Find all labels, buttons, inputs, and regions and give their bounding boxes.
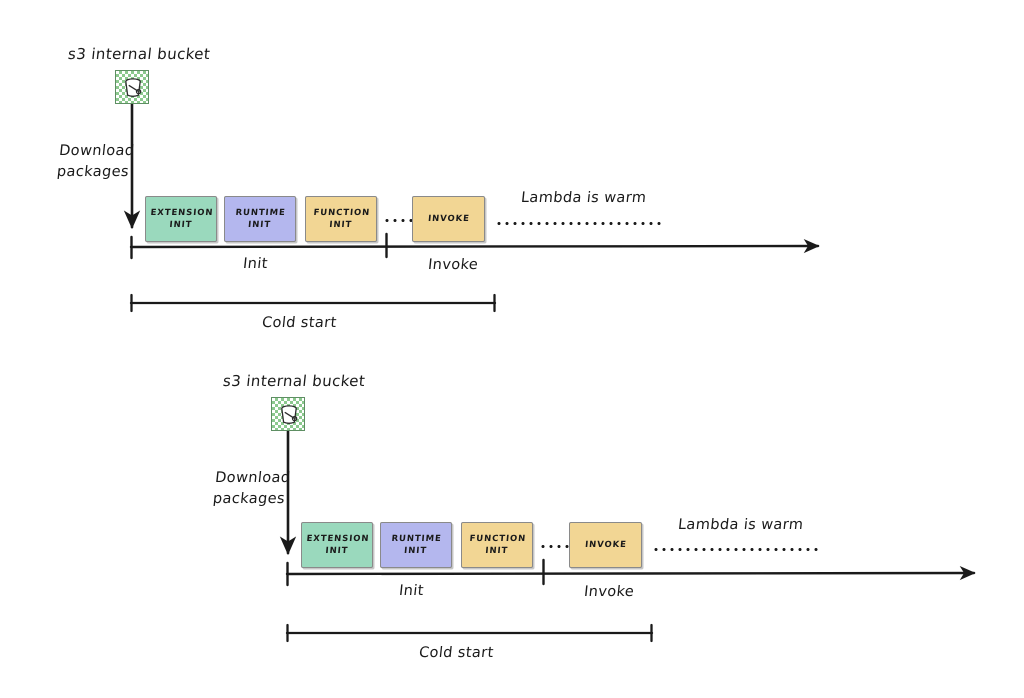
s3-bucket-icon-top: [115, 70, 149, 104]
phase-label-runtime-init-top: RUNTIME INIT: [234, 207, 286, 231]
phase-box-extension-init-bottom[interactable]: EXTENSION INIT: [301, 522, 373, 568]
cold-start-label-top: Cold start: [261, 315, 338, 331]
phase-label-invoke-bottom: INVOKE: [584, 540, 627, 550]
phase-line2: INIT: [403, 546, 428, 556]
phase-line2: INIT: [247, 220, 272, 230]
phase-box-runtime-init-bottom[interactable]: RUNTIME INIT: [380, 522, 452, 568]
warm-dotted-line-bottom: [652, 548, 820, 551]
phase-line1: EXTENSION: [149, 208, 214, 218]
dotted-gap-top: [383, 219, 413, 222]
phase-box-extension-init-top[interactable]: EXTENSION INIT: [145, 196, 217, 242]
phase-line2: INIT: [328, 220, 353, 230]
phase-box-invoke-top[interactable]: INVOKE: [412, 196, 485, 242]
phase-box-runtime-init-top[interactable]: RUNTIME INIT: [224, 196, 296, 242]
phase-label-extension-init-top: EXTENSION INIT: [149, 207, 214, 231]
phase-line1: EXTENSION: [305, 534, 370, 544]
s3-source-label-bottom: s3 internal bucket: [222, 372, 367, 390]
invoke-segment-label-bottom: Invoke: [583, 584, 635, 600]
phase-line2: INIT: [168, 220, 193, 230]
lambda-warm-label-top: Lambda is warm: [520, 190, 648, 206]
phase-label-extension-init-bottom: EXTENSION INIT: [305, 533, 370, 557]
phase-line1: RUNTIME: [391, 534, 443, 544]
phase-box-function-init-top[interactable]: FUNCTION INIT: [305, 196, 377, 242]
download-label-line1-top: Download: [58, 143, 136, 159]
phase-line1: FUNCTION: [468, 534, 527, 544]
invoke-segment-label-top: Invoke: [427, 257, 479, 273]
lambda-warm-label-bottom: Lambda is warm: [677, 517, 805, 533]
phase-box-invoke-bottom[interactable]: INVOKE: [569, 522, 642, 568]
download-label-line2-bottom: packages: [212, 491, 286, 507]
phase-label-invoke-top: INVOKE: [427, 214, 470, 224]
init-segment-label-bottom: Init: [398, 583, 425, 599]
timeline-axis-bottom: [285, 565, 976, 581]
phase-label-function-init-top: FUNCTION INIT: [312, 207, 371, 231]
phase-line1: RUNTIME: [235, 208, 287, 218]
timeline-axis-top: [129, 238, 820, 254]
phase-box-function-init-bottom[interactable]: FUNCTION INIT: [461, 522, 533, 568]
download-label-line1-bottom: Download: [214, 470, 292, 486]
s3-source-label-top: s3 internal bucket: [67, 45, 212, 63]
init-segment-label-top: Init: [242, 256, 269, 272]
phase-line1: FUNCTION: [312, 208, 371, 218]
phase-label-runtime-init-bottom: RUNTIME INIT: [390, 533, 442, 557]
download-label-top: Download packages: [56, 141, 136, 183]
download-label-line2-top: packages: [56, 164, 130, 180]
dotted-gap-bottom: [539, 545, 569, 548]
phase-line2: INIT: [324, 546, 349, 556]
download-label-bottom: Download packages: [212, 468, 292, 510]
phase-label-function-init-bottom: FUNCTION INIT: [468, 533, 527, 557]
s3-bucket-icon-bottom: [271, 397, 305, 431]
warm-dotted-line-top: [495, 222, 663, 225]
cold-start-label-bottom: Cold start: [418, 645, 495, 661]
phase-line2: INIT: [484, 546, 509, 556]
